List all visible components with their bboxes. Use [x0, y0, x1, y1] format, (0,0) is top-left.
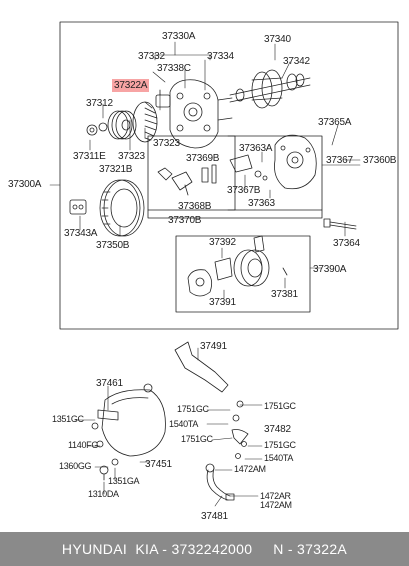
- part-label-1751gc-a: 1751GC: [177, 404, 209, 414]
- part-label-1140fg: 1140FG: [68, 440, 99, 450]
- part-label-1540ta-b: 1540TA: [264, 453, 294, 463]
- part-label-1351ga: 1351GA: [108, 476, 140, 486]
- part-housing-37330a: [169, 79, 233, 149]
- part-label-37338c: 37338C: [157, 63, 191, 74]
- part-vacuum-pump-37451: [97, 383, 166, 457]
- part-label-1310da: 1310DA: [88, 489, 119, 499]
- footer-part-number-text: HYUNDAI KIA - 3732242000 N - 37322A: [61, 541, 348, 557]
- part-label-37312: 37312: [86, 98, 113, 109]
- part-label-37461: 37461: [96, 378, 123, 389]
- part-label-37334: 37334: [207, 51, 234, 62]
- part-regulator-37390a: [187, 235, 288, 297]
- part-label-37323-b: 37323: [118, 151, 145, 162]
- part-label-37321b: 37321B: [99, 164, 133, 175]
- part-label-37364: 37364: [333, 238, 360, 249]
- part-label-37350b: 37350B: [96, 240, 130, 251]
- part-label-37332: 37332: [138, 51, 165, 62]
- part-hose-37482: [231, 400, 249, 459]
- part-label-37330a: 37330A: [162, 31, 196, 42]
- part-label-37323-a: 37323: [153, 138, 180, 149]
- part-label-37340: 37340: [264, 34, 291, 45]
- part-label-37369b: 37369B: [186, 153, 220, 164]
- part-label-37367b: 37367B: [227, 185, 261, 196]
- part-label-37391: 37391: [209, 297, 236, 308]
- leader-lines: [49, 41, 361, 507]
- part-label-37322a-highlighted: 37322A: [112, 79, 150, 92]
- part-bracket-37491: [174, 341, 229, 393]
- part-label-1360gg: 1360GG: [59, 461, 92, 471]
- part-label-37342: 37342: [283, 56, 310, 67]
- part-label-37370b: 37370B: [168, 215, 202, 226]
- part-label-37392: 37392: [209, 237, 236, 248]
- part-label-1351gc: 1351GC: [52, 414, 84, 424]
- part-label-37343a: 37343A: [64, 228, 98, 239]
- part-label-37451: 37451: [145, 459, 172, 470]
- part-bolts-lower: [91, 422, 119, 481]
- part-label-37365a: 37365A: [318, 117, 352, 128]
- part-label-1472am-b: 1472AM: [260, 500, 292, 510]
- part-brush-holder-37322a: [155, 89, 171, 108]
- part-label-1751gc-c: 1751GC: [181, 434, 213, 444]
- part-label-1472am-a: 1472AM: [234, 464, 266, 474]
- part-label-37381: 37381: [271, 289, 298, 300]
- subassembly-box-37360b: [227, 135, 323, 211]
- part-label-1540ta-a: 1540TA: [169, 419, 199, 429]
- footer-bar: HYUNDAI KIA - 3732242000 N - 37322A: [0, 532, 409, 566]
- part-label-37300a: 37300A: [8, 179, 42, 190]
- part-label-37491: 37491: [200, 341, 227, 352]
- part-label-37363: 37363: [248, 198, 275, 209]
- assembly-frame: [59, 21, 399, 330]
- frame-connector: [147, 209, 323, 219]
- part-terminal-37367b: [229, 154, 268, 181]
- parts-diagram: 37330A 37340 37332 37334 37338C 37342 37…: [8, 21, 399, 522]
- part-pulley-37321b: [107, 110, 137, 140]
- part-stator-37350b: [99, 179, 145, 237]
- subassembly-box-37370b: [147, 135, 236, 211]
- part-hose-37481: [205, 463, 235, 501]
- part-label-37481: 37481: [201, 511, 228, 522]
- part-label-37363a: 37363A: [239, 143, 273, 154]
- part-label-37360b: 37360B: [363, 155, 397, 166]
- part-label-1472ar: 1472AR: [260, 491, 291, 501]
- part-rectifier-37370b: [157, 164, 217, 196]
- part-label-37311e: 37311E: [73, 151, 106, 162]
- part-rotor-37340: [229, 69, 311, 109]
- part-label-37367: 37367: [326, 155, 353, 166]
- part-label-37482: 37482: [264, 424, 291, 435]
- part-label-37368b: 37368B: [178, 201, 212, 212]
- part-label-37390a: 37390A: [313, 264, 347, 275]
- part-label-1751gc-d: 1751GC: [264, 440, 296, 450]
- subassembly-box-37390a: [175, 235, 311, 313]
- part-cover-37343a: [69, 199, 87, 215]
- part-nut-37311e: [86, 122, 108, 136]
- part-label-1751gc-b: 1751GC: [264, 401, 296, 411]
- part-fan-37312: [132, 101, 158, 143]
- diagram-drawing: [49, 21, 399, 507]
- part-bolt-37364: [323, 218, 357, 230]
- part-rear-housing-37360b: [274, 134, 317, 190]
